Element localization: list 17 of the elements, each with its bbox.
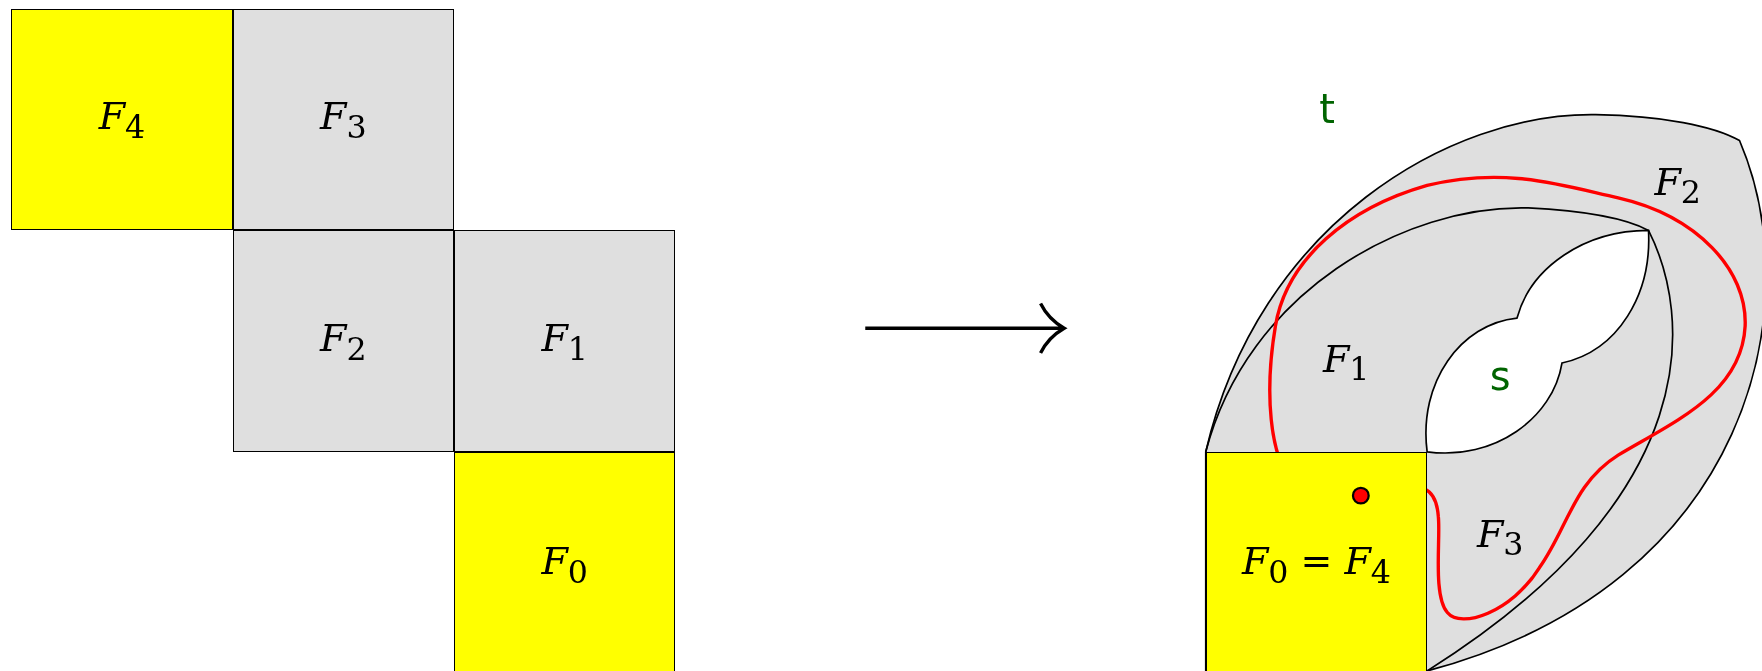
face-label: F$_{2}$ — [320, 315, 367, 367]
vertex-label: s — [1489, 353, 1511, 400]
face-square — [11, 9, 233, 231]
face-square — [1205, 451, 1428, 671]
face-square — [232, 9, 454, 231]
face-label: F$_{1}$ — [541, 315, 588, 367]
face-label: F$_{0}$ — [541, 538, 588, 590]
face-label: F$_{1}$ — [1322, 336, 1370, 388]
face-label: F$_{3}$ — [320, 94, 367, 145]
face-square — [454, 230, 676, 452]
face-label: F$_{0}$ = F$_{4}$ — [1241, 538, 1391, 590]
face-label: F$_{3}$ — [1476, 511, 1524, 563]
face-square — [454, 451, 676, 671]
vertex-label: t — [1319, 86, 1335, 132]
face-label: F$_{2}$ — [1654, 160, 1701, 211]
face-label: F$_{4}$ — [98, 94, 146, 145]
face-square — [232, 230, 454, 452]
